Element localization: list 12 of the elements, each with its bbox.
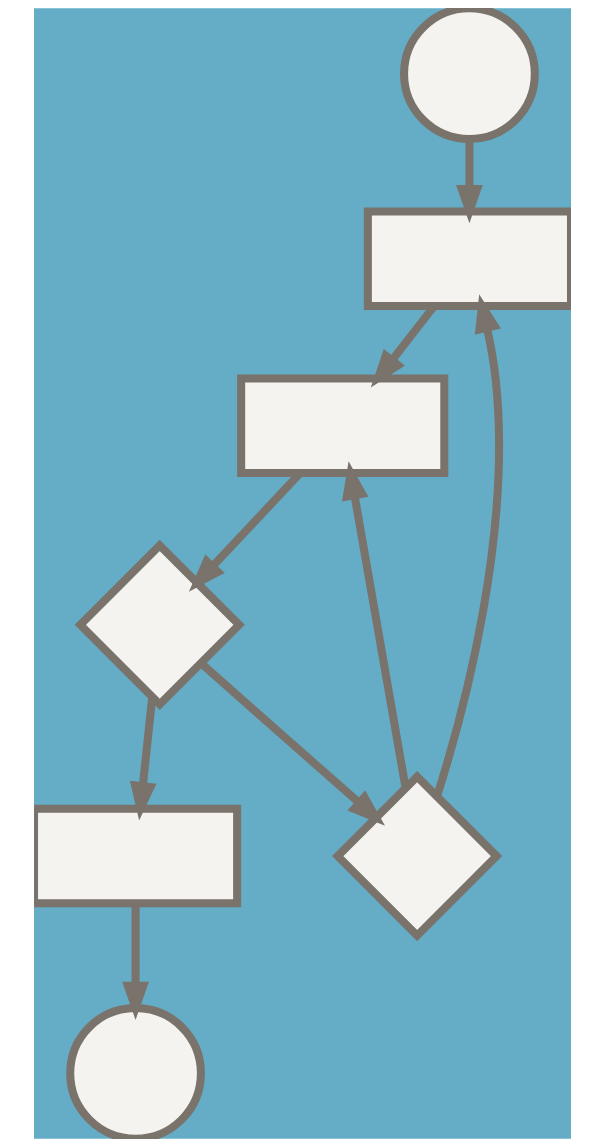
node-diamond (74, 539, 245, 710)
node-box (237, 374, 449, 477)
node-circle (66, 1003, 205, 1139)
arrow (341, 461, 410, 789)
arrow (433, 294, 503, 797)
node-box (34, 804, 242, 908)
node-diamond (332, 770, 503, 942)
arrow (129, 696, 157, 821)
arrow (456, 139, 483, 224)
node-box (363, 207, 571, 311)
node-circle (400, 8, 539, 144)
arrow (198, 660, 385, 826)
